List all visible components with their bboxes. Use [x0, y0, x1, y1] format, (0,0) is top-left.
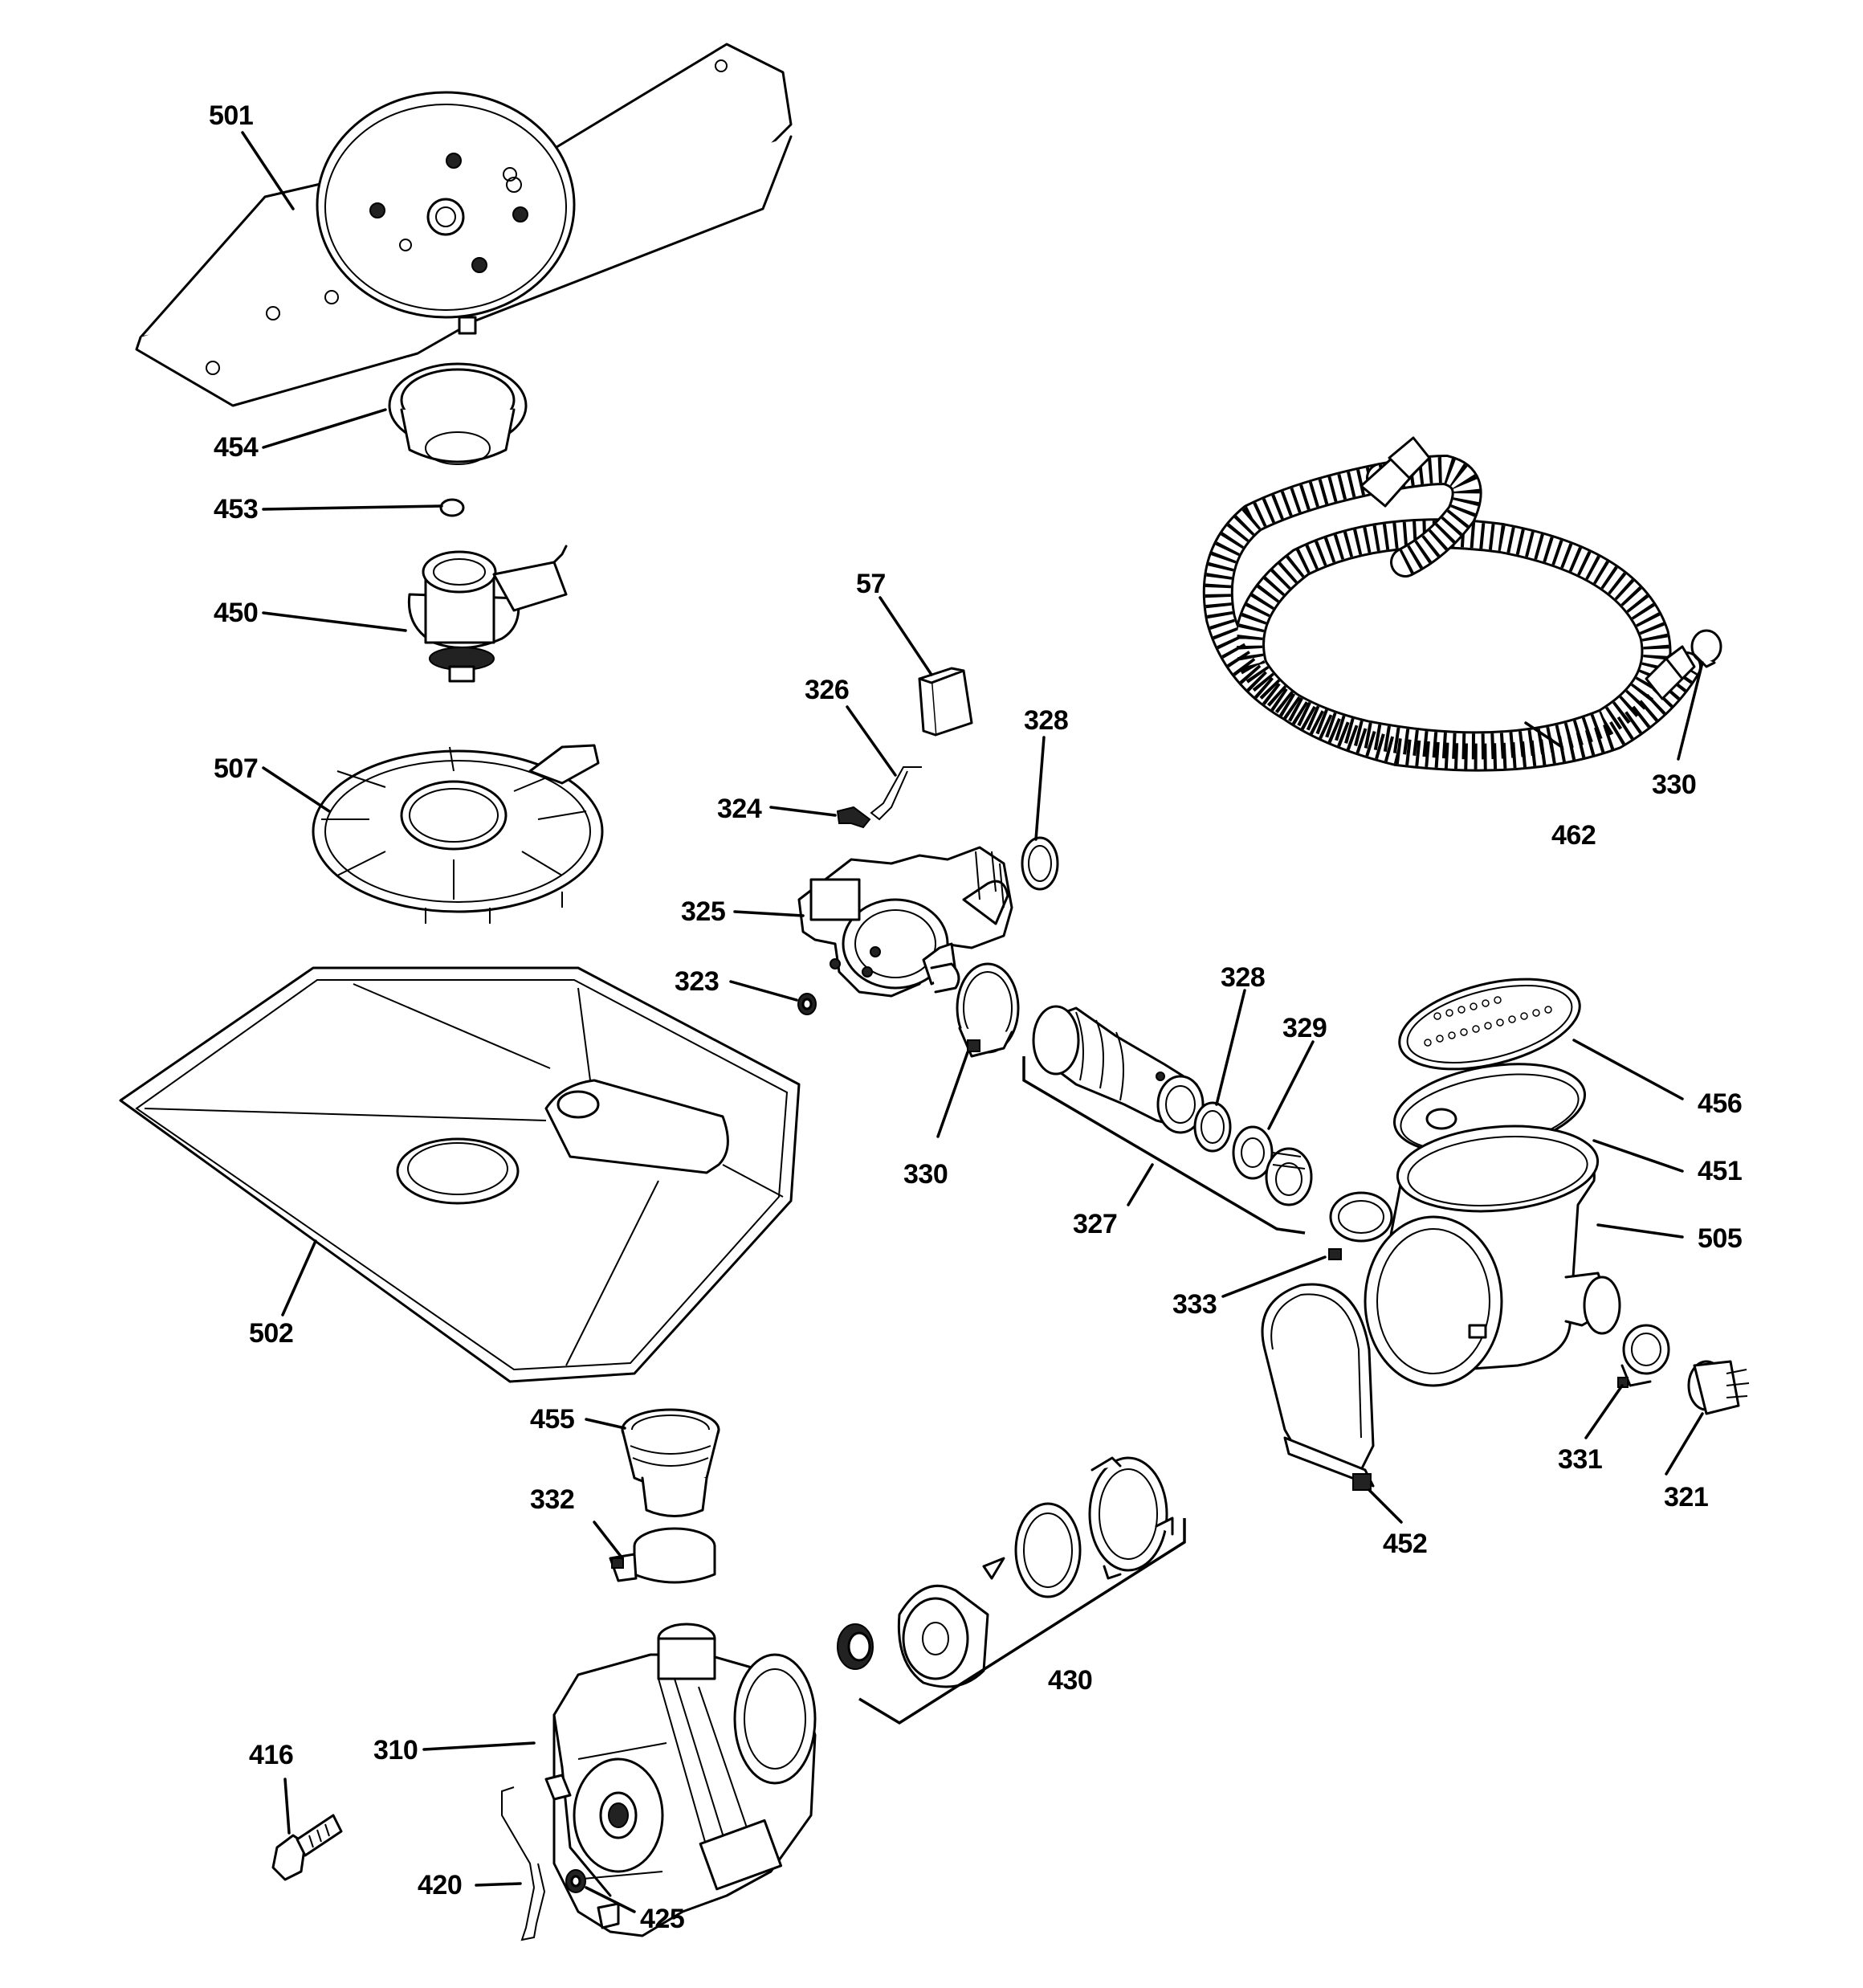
- bracket-327: [1022, 1056, 1306, 1235]
- callout-416: 416: [249, 1740, 294, 1770]
- callout-451: 451: [1698, 1156, 1743, 1186]
- ring-454: [388, 362, 528, 465]
- callout-333: 333: [1172, 1289, 1217, 1320]
- callout-329: 329: [1282, 1013, 1327, 1043]
- callout-425: 425: [640, 1904, 685, 1934]
- clamp-330-right: [1690, 629, 1722, 668]
- drain-hose-462: [1202, 436, 1702, 772]
- callout-332: 332: [530, 1484, 575, 1515]
- callout-327: 327: [1073, 1209, 1118, 1239]
- callout-57: 57: [856, 569, 886, 599]
- gasket-456: [1398, 978, 1581, 1071]
- spray-arm-501: [135, 43, 793, 407]
- seal-328-upper: [1021, 836, 1059, 891]
- sensor-321: [1687, 1360, 1750, 1415]
- screw-324: [836, 806, 871, 829]
- callout-420: 420: [418, 1870, 463, 1900]
- leader-lines: [241, 131, 1704, 1913]
- o-ring-453: [439, 498, 465, 517]
- clamp-332: [609, 1527, 716, 1584]
- callout-321: 321: [1664, 1482, 1709, 1512]
- sump-plate-502: [119, 966, 801, 1383]
- nut-425: [565, 1869, 586, 1893]
- wire-326: [870, 766, 922, 821]
- callout-450: 450: [214, 598, 259, 628]
- impeller-assembly-430: [837, 1456, 1174, 1688]
- callout-323: 323: [675, 966, 720, 997]
- callout-328-upper: 328: [1024, 705, 1069, 736]
- callout-502: 502: [249, 1318, 294, 1349]
- callout-310: 310: [373, 1735, 418, 1766]
- callout-501: 501: [209, 100, 254, 131]
- callout-505: 505: [1698, 1223, 1743, 1254]
- bolt-416: [271, 1814, 343, 1881]
- callout-325: 325: [681, 896, 726, 927]
- callout-455: 455: [530, 1404, 575, 1435]
- nut-323: [797, 993, 817, 1015]
- callout-330-right: 330: [1652, 769, 1697, 800]
- callout-456: 456: [1698, 1088, 1743, 1119]
- valve-325: [797, 846, 1013, 998]
- block-57: [918, 667, 973, 737]
- bracket-430: [858, 1518, 1186, 1725]
- callout-331: 331: [1558, 1444, 1603, 1475]
- filter-507: [312, 744, 604, 924]
- clamp-333: [1328, 1191, 1393, 1260]
- seal-328-lower: [1193, 1101, 1232, 1153]
- fitting-329: [1232, 1125, 1313, 1206]
- callout-462: 462: [1551, 820, 1596, 851]
- callout-330-left: 330: [903, 1159, 948, 1190]
- motor-310: [544, 1623, 817, 1937]
- callout-452: 452: [1383, 1529, 1428, 1559]
- callout-430: 430: [1048, 1665, 1093, 1696]
- sump-housing-505: [1364, 1125, 1621, 1387]
- clamp-452: [1261, 1283, 1375, 1491]
- clamp-331: [1617, 1324, 1670, 1388]
- callout-453: 453: [214, 494, 259, 525]
- callout-454: 454: [214, 432, 259, 463]
- callout-324: 324: [717, 794, 762, 824]
- hub-450: [407, 545, 568, 683]
- callout-328-lower: 328: [1221, 962, 1266, 993]
- clamp-330-left: [956, 962, 1020, 1058]
- fitting-455: [621, 1408, 720, 1517]
- spring-clip-420: [501, 1786, 546, 1941]
- callout-507: 507: [214, 753, 259, 784]
- callout-326: 326: [805, 675, 850, 705]
- tube-327: [1032, 1005, 1205, 1134]
